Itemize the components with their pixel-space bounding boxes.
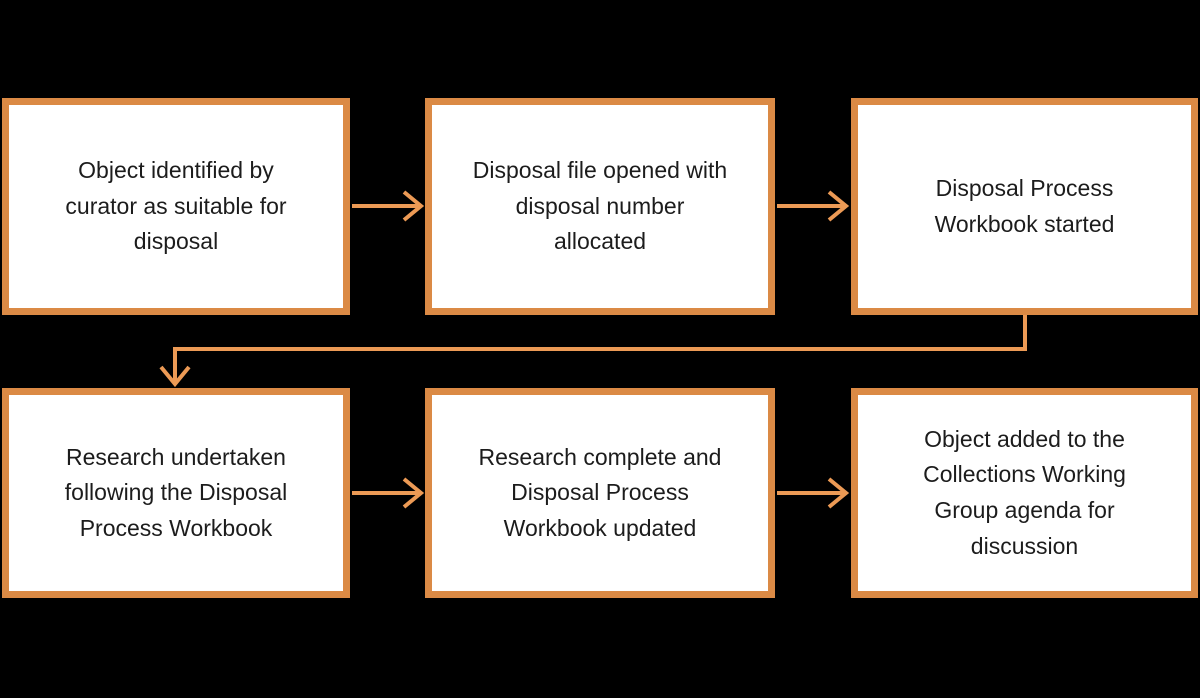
flow-box-step-2: Disposal file opened with disposal numbe… <box>425 98 775 315</box>
flow-box-step-2-label: Disposal file opened with disposal numbe… <box>472 157 728 255</box>
flow-box-step-1: Object identified by curator as suitable… <box>2 98 350 315</box>
flow-box-step-5-label: Research complete and Disposal Process W… <box>478 443 722 541</box>
arrow-step5-to-step6 <box>777 477 850 509</box>
arrow-step2-to-step3 <box>777 190 850 222</box>
arrow-step1-to-step2 <box>352 190 425 222</box>
flow-box-step-6-label: Object added to the Collections Working … <box>923 425 1126 559</box>
flow-box-step-4-label: Research undertaken following the Dispos… <box>64 443 288 541</box>
flow-box-step-1-label: Object identified by curator as suitable… <box>65 157 287 255</box>
flow-box-step-3-label: Disposal Process Workbook started <box>934 174 1115 237</box>
arrow-step3-to-step4 <box>159 315 1027 388</box>
arrow-step4-to-step5 <box>352 477 425 509</box>
flow-box-step-4: Research undertaken following the Dispos… <box>2 388 350 598</box>
flow-box-step-6: Object added to the Collections Working … <box>851 388 1198 598</box>
flow-box-step-3: Disposal Process Workbook started <box>851 98 1198 315</box>
flow-box-step-5: Research complete and Disposal Process W… <box>425 388 775 598</box>
